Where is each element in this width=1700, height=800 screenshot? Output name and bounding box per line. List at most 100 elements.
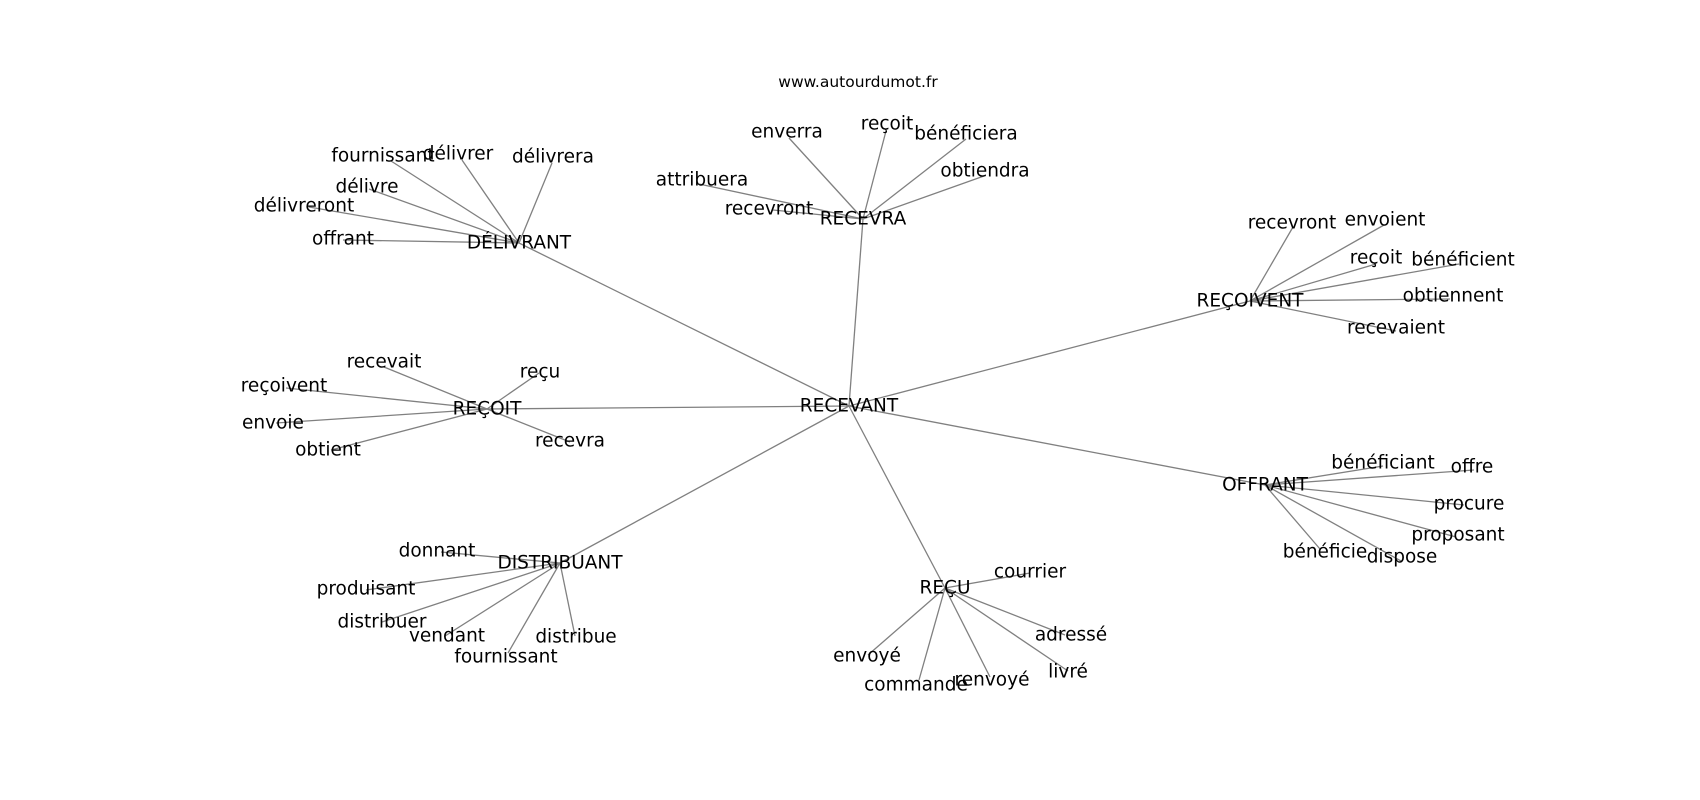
leaf-node-delivre: délivre — [336, 177, 399, 198]
hub-node-distribuant: DISTRIBUANT — [497, 553, 623, 574]
edge-recu-courrier — [944, 572, 1031, 589]
leaf-node-envoie: envoie — [242, 413, 304, 434]
leaf-node-delivrer: délivrer — [423, 144, 494, 165]
edge-recu-envoye — [867, 587, 946, 656]
leaf-node-recevra: recevra — [535, 431, 605, 452]
leaf-node-beneficiera: bénéficiera — [914, 124, 1018, 145]
leaf-node-delivreront: délivreront — [254, 196, 354, 217]
leaf-node-enverra: enverra — [751, 122, 823, 143]
leaf-node-donnant: donnant — [399, 541, 476, 562]
edge-distribuant-donnant — [440, 551, 561, 564]
leaf-node-envoient: envoient — [1345, 210, 1426, 231]
leaf-node-offre: offre — [1451, 457, 1494, 478]
hub-node-recoivent: REÇOIVENT — [1197, 291, 1305, 312]
leaf-node-recoit: reçoit — [1350, 248, 1402, 269]
edge-recoivent-recevaient — [1249, 300, 1397, 332]
leaf-node-adresse: adressé — [1035, 625, 1107, 646]
leaf-node-courrier: courrier — [994, 562, 1067, 583]
leaf-node-produisant: produisant — [317, 579, 416, 600]
edge-root-recevra — [848, 218, 864, 407]
edge-root-distribuant — [559, 405, 850, 564]
hub-node-recu: REÇU — [919, 578, 970, 599]
leaf-node-attribuera: attribuera — [656, 170, 748, 191]
edge-recu-livre — [944, 587, 1069, 672]
edge-offrant-beneficie — [1264, 484, 1321, 550]
edge-recoivent-recevront — [1249, 226, 1294, 302]
edge-recoit-recu — [486, 372, 540, 410]
edge-recevra-recevront — [772, 209, 864, 220]
leaf-node-recevaient: recevaient — [1347, 318, 1445, 339]
edge-offrant-procure — [1264, 484, 1465, 506]
leaf-node-distribue: distribue — [535, 627, 616, 648]
leaf-node-recoit: reçoit — [861, 114, 913, 135]
leaf-node-vendant: vendant — [409, 626, 485, 647]
hub-node-recoit: REÇOIT — [453, 399, 522, 420]
edge-root-offrant — [848, 405, 1266, 486]
edge-recoit-recevait — [383, 366, 488, 410]
edge-distribuant-fournissant — [507, 562, 561, 654]
edge-recoivent-obtiennent — [1249, 298, 1451, 302]
leaf-node-renvoye: renvoyé — [955, 670, 1030, 691]
leaf-node-recoivent: reçoivent — [241, 376, 328, 397]
hub-node-offrant: OFFRANT — [1222, 475, 1308, 496]
edge-delivrant-delivrer — [461, 159, 520, 244]
leaf-node-recu: reçu — [520, 362, 560, 383]
edge-root-recoivent — [848, 300, 1251, 407]
hub-node-delivrant: DÉLIVRANT — [467, 232, 572, 254]
edge-distribuant-vendant — [444, 562, 561, 637]
edge-delivrant-delivre — [368, 188, 520, 244]
leaf-node-offrant: offrant — [312, 229, 374, 250]
edge-delivrant-fournissant — [390, 160, 520, 244]
leaf-node-beneficiant: bénéficiant — [1331, 453, 1435, 474]
leaf-node-obtient: obtient — [295, 440, 361, 461]
edge-recoit-recoivent — [285, 387, 488, 410]
source-label: www.autourdumot.fr — [778, 73, 938, 91]
edge-recu-commande — [918, 587, 946, 681]
leaf-node-envoye: envoyé — [833, 646, 901, 667]
edge-recoivent-recoit — [1249, 263, 1377, 302]
leaf-node-fournissant: fournissant — [454, 647, 557, 668]
leaf-node-proposant: proposant — [1411, 525, 1504, 546]
edge-recoivent-beneficient — [1249, 263, 1460, 302]
leaf-node-beneficie: bénéficie — [1283, 542, 1368, 563]
root-node: RECEVANT — [800, 396, 899, 417]
leaf-node-commande: commande — [864, 675, 968, 696]
edge-recevra-attribuera — [698, 183, 864, 220]
edge-recevra-obtiendra — [862, 175, 985, 220]
graph-edges — [275, 130, 1475, 681]
leaf-node-livre: livré — [1048, 662, 1088, 683]
leaf-node-procure: procure — [1434, 494, 1505, 515]
edge-offrant-proposant — [1264, 484, 1457, 538]
leaf-node-dispose: dispose — [1367, 547, 1438, 568]
edge-root-recoit — [486, 405, 850, 410]
leaf-node-recevront: recevront — [725, 199, 814, 220]
leaf-node-beneficient: bénéficient — [1411, 250, 1515, 271]
edge-delivrant-delivrera — [518, 162, 553, 244]
leaf-node-obtiennent: obtiennent — [1403, 286, 1504, 307]
edge-root-delivrant — [518, 242, 850, 407]
edge-recoit-envoie — [275, 408, 488, 424]
leaf-node-distribuer: distribuer — [338, 612, 427, 633]
edge-recevra-recoit — [862, 130, 887, 220]
leaf-node-recevait: recevait — [347, 352, 422, 373]
leaf-node-recevront: recevront — [1248, 213, 1337, 234]
edge-offrant-beneficiant — [1264, 465, 1384, 486]
edge-distribuant-distribuer — [381, 562, 561, 623]
edge-recoivent-envoient — [1249, 224, 1385, 302]
edge-recu-adresse — [944, 587, 1066, 636]
edge-recevra-beneficiera — [862, 138, 967, 220]
leaf-node-fournissant: fournissant — [331, 146, 434, 167]
edge-distribuant-distribue — [559, 562, 576, 637]
edge-delivrant-delivreront — [308, 206, 520, 244]
edge-delivrant-offrant — [342, 239, 520, 244]
edge-distribuant-produisant — [365, 562, 561, 591]
edge-root-recu — [848, 405, 946, 589]
hub-node-recevra: RECEVRA — [820, 209, 907, 230]
edge-recevra-enverra — [788, 137, 864, 220]
edge-recoit-obtient — [330, 408, 488, 451]
edge-offrant-offre — [1264, 469, 1475, 486]
edge-offrant-dispose — [1264, 484, 1402, 562]
leaf-node-obtiendra: obtiendra — [940, 161, 1029, 182]
